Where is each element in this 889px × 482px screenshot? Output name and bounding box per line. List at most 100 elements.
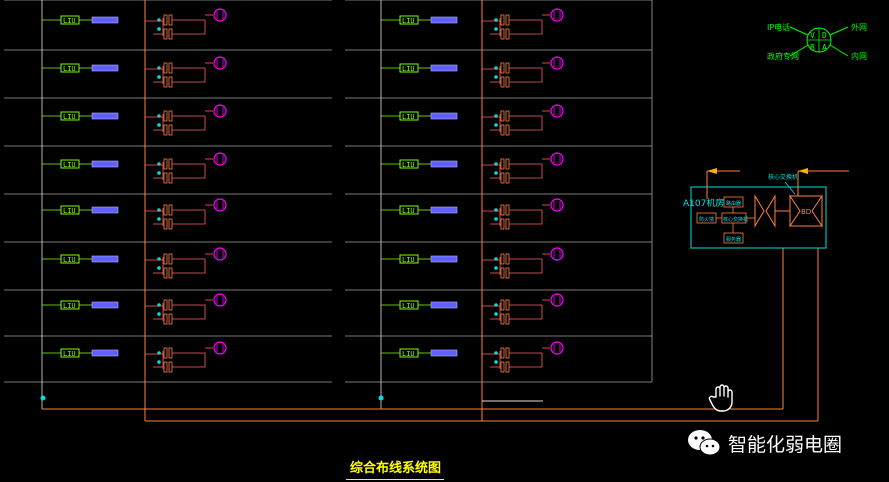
odf-label: LIU — [402, 17, 415, 25]
odf-label: BD — [801, 208, 811, 216]
jack — [500, 253, 505, 265]
jack — [505, 110, 510, 122]
jack — [500, 267, 505, 279]
patch-panel — [430, 64, 458, 72]
jack — [505, 158, 510, 170]
patch-panel — [430, 206, 458, 214]
outlet-loop — [172, 115, 206, 131]
jack — [500, 14, 505, 26]
jack — [500, 28, 505, 40]
outlet-circle — [550, 104, 564, 118]
equipment-room: A107机房 核心交换机 防火墙 路由器 核心交换机 服务器 BD — [683, 168, 849, 249]
patch-panel — [430, 112, 458, 120]
jack — [505, 14, 510, 26]
jack — [168, 253, 173, 265]
watermark-text: 智能化弱电圈 — [728, 433, 843, 456]
outlet-circle — [550, 56, 564, 70]
outlet-loop — [509, 304, 543, 320]
title-underline — [346, 479, 444, 480]
jack — [168, 347, 173, 359]
switch-port — [157, 217, 161, 221]
odf-label: LIU — [63, 113, 76, 121]
jack — [500, 158, 505, 170]
jack — [500, 62, 505, 74]
patch-panel — [91, 301, 119, 309]
jack — [163, 361, 168, 373]
odf-label: LIU — [63, 256, 76, 264]
jack — [505, 62, 510, 74]
jack — [163, 313, 168, 325]
outlet-loop — [509, 19, 543, 35]
outlet-loop — [172, 258, 206, 274]
jack — [168, 299, 173, 311]
jack — [168, 204, 173, 216]
jack — [505, 313, 510, 325]
outlet-circle — [550, 198, 564, 212]
outlet-loop — [172, 19, 206, 35]
odf-label: LIU — [63, 161, 76, 169]
jack — [163, 62, 168, 74]
jack — [500, 347, 505, 359]
outlet-circle — [213, 8, 227, 22]
jack — [168, 124, 173, 136]
outlet-circle — [550, 341, 564, 355]
jack — [500, 218, 505, 230]
patch-panel — [91, 16, 119, 24]
outlet-loop — [509, 258, 543, 274]
jack — [505, 124, 510, 136]
odf-label: LIU — [402, 207, 415, 215]
patch-panel — [91, 255, 119, 263]
outlet-loop — [509, 67, 543, 83]
switch-port — [494, 75, 498, 79]
outlet-loop — [509, 352, 543, 368]
patch-panel — [91, 349, 119, 357]
equipment-room-label: A107机房 — [683, 197, 724, 209]
equipment-box-label: 路由器 — [726, 200, 741, 207]
outlet-loop — [172, 352, 206, 368]
switch-port — [494, 217, 498, 221]
jack — [168, 14, 173, 26]
outlet-circle — [550, 8, 564, 22]
outlet-circle — [550, 293, 564, 307]
jack — [505, 172, 510, 184]
odf-label: LIU — [402, 65, 415, 73]
jack — [168, 28, 173, 40]
jack — [168, 267, 173, 279]
network-legend: V D B A IP电话 政府专网 外网 内网 — [767, 22, 867, 61]
trunk-lines — [42, 248, 819, 422]
jack — [163, 28, 168, 40]
equipment-room-header: 核心交换机 — [768, 173, 798, 181]
equipment-box-label: 核心交换机 — [723, 216, 748, 223]
legend-gov-network: 政府专网 — [767, 51, 799, 61]
jack — [500, 124, 505, 136]
patch-panel — [430, 160, 458, 168]
jack — [163, 172, 168, 184]
equipment-box-label: 服务器 — [726, 236, 741, 243]
jack — [505, 361, 510, 373]
jack — [168, 218, 173, 230]
jack — [168, 62, 173, 74]
watermark: 智能化弱电圈 — [686, 428, 842, 458]
odf-label: LIU — [402, 113, 415, 121]
switch-port — [494, 123, 498, 127]
outlet-circle — [213, 56, 227, 70]
patch-panel — [91, 64, 119, 72]
switch-port — [157, 171, 161, 175]
outlet-loop — [172, 209, 206, 225]
jack — [168, 76, 173, 88]
patch-panel — [430, 349, 458, 357]
switch-port — [494, 171, 498, 175]
diagram-title: 综合布线系统图 — [350, 461, 442, 476]
outlet-loop — [172, 67, 206, 83]
patch-panel — [430, 301, 458, 309]
legend-letter: A — [822, 43, 827, 52]
jack — [163, 299, 168, 311]
legend-letter: D — [822, 31, 827, 40]
outlet-circle — [213, 198, 227, 212]
switch-port — [157, 27, 161, 31]
patch-panel — [91, 112, 119, 120]
junction-dot — [378, 395, 384, 401]
outlet-circle — [213, 247, 227, 261]
hand-cursor-icon — [708, 384, 733, 412]
jack — [500, 299, 505, 311]
